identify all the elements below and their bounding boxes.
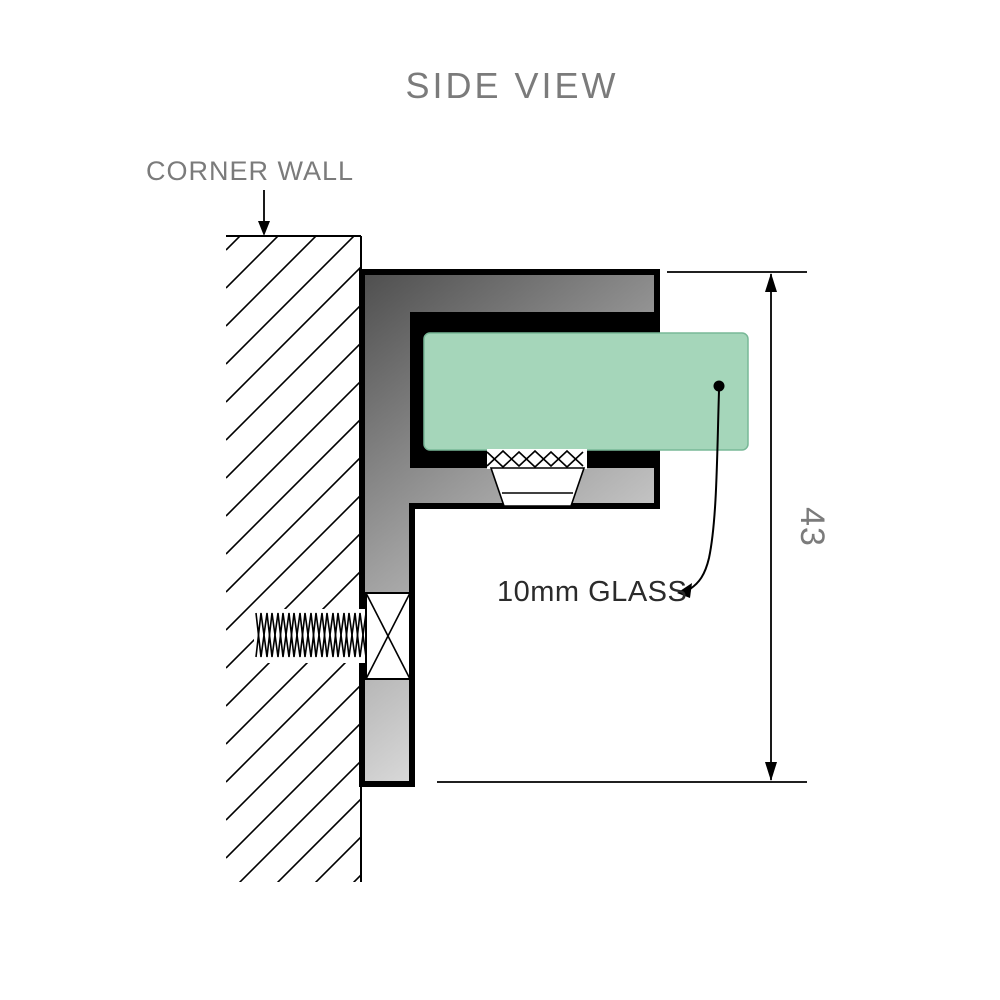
gasket-zigzag-top bbox=[486, 449, 584, 468]
leader-line bbox=[689, 390, 720, 590]
wedge-cup bbox=[489, 467, 586, 507]
glass-panel bbox=[423, 332, 749, 451]
gasket-backing bbox=[487, 449, 587, 469]
screw-head-cross-2 bbox=[365, 592, 411, 680]
gasket-zigzag-bottom bbox=[486, 450, 584, 469]
gasket-wedge bbox=[486, 449, 587, 507]
screw-thread-zigzag-a bbox=[255, 612, 367, 658]
fixing-screw bbox=[254, 592, 411, 680]
down-arrow-icon bbox=[258, 221, 270, 236]
dimension-arrow-up-icon bbox=[765, 273, 777, 292]
leader-dot bbox=[713, 380, 725, 392]
leader-arrow-icon bbox=[677, 583, 692, 598]
glass-label: 10mm GLASS bbox=[497, 576, 687, 608]
glass-callout: 10mm GLASS bbox=[497, 380, 725, 608]
dimension-arrow-down-icon bbox=[765, 762, 777, 781]
dimension-43: 43 bbox=[437, 271, 831, 783]
screw-thread-zigzag-b bbox=[255, 612, 367, 658]
page-title: SIDE VIEW bbox=[405, 65, 618, 106]
dimension-value-label: 43 bbox=[793, 507, 831, 547]
corner-wall-callout: CORNER WALL bbox=[146, 156, 354, 236]
corner-wall-label: CORNER WALL bbox=[146, 156, 354, 186]
wall-section bbox=[226, 235, 362, 882]
wall-hatching bbox=[226, 237, 361, 882]
